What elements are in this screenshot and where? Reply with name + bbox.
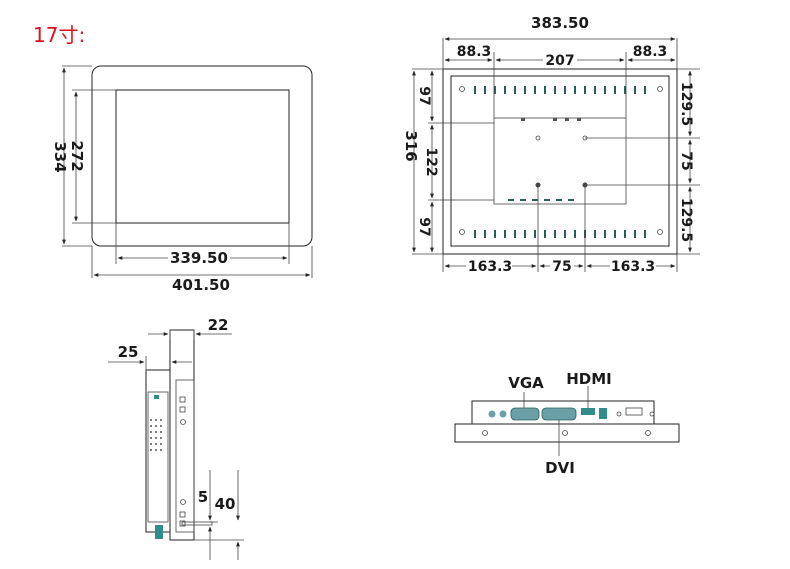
dim-outer-height: 334 — [51, 141, 69, 172]
port-bezel — [454, 423, 680, 443]
dim-rear-total-width: 383.50 — [531, 14, 589, 32]
vesa-plate — [493, 117, 627, 205]
dim-right-mid: 75 — [678, 151, 694, 170]
dim-bot-mid: 75 — [552, 259, 571, 275]
dim-outer-width: 401.50 — [172, 276, 230, 294]
dim-rear-height: 316 — [402, 130, 420, 161]
front-view: 334 272 339.50 401.50 — [51, 65, 313, 294]
dim-depth-22: 22 — [208, 316, 229, 334]
dim-screen-width: 339.50 — [170, 249, 228, 267]
dim-bot-right: 163.3 — [611, 259, 655, 275]
side-connector — [155, 525, 163, 539]
side-grille — [150, 419, 162, 451]
label-vga: VGA — [508, 374, 544, 392]
side-bracket — [181, 521, 213, 526]
port-view: VGA HDMI DVI — [454, 370, 680, 477]
dim-depth-25: 25 — [118, 343, 139, 361]
dim-left-top: 97 — [416, 86, 432, 105]
rear-frame — [442, 68, 678, 255]
dim-top-mid: 207 — [545, 53, 574, 69]
dim-top-right: 88.3 — [633, 44, 668, 60]
dim-top-left: 88.3 — [457, 44, 492, 60]
dim-right-bot: 129.5 — [678, 198, 694, 242]
label-dvi: DVI — [545, 459, 575, 477]
size-title: 17寸: — [33, 23, 85, 47]
dim-screen-height: 272 — [68, 140, 86, 171]
front-bezel — [91, 65, 313, 247]
bottom-vents — [474, 230, 646, 238]
rear-view: 383.50 88.3 207 88.3 316 97 122 97 129.5… — [402, 14, 700, 275]
side-bezel — [169, 329, 195, 541]
side-body — [145, 369, 171, 533]
dim-left-bot: 97 — [416, 217, 432, 236]
dim-bracket-5: 5 — [198, 488, 208, 506]
dim-right-top: 129.5 — [678, 82, 694, 126]
hdmi-port — [581, 408, 595, 415]
dim-left-mid: 122 — [423, 147, 439, 176]
top-vents — [474, 86, 646, 94]
side-view: 22 25 5 40 — [108, 316, 244, 560]
vga-port — [510, 407, 540, 421]
front-screen — [115, 89, 290, 224]
dim-bot-left: 163.3 — [468, 259, 512, 275]
label-hdmi: HDMI — [566, 370, 612, 388]
dim-bracket-40: 40 — [215, 495, 236, 513]
rear-panel — [450, 75, 670, 247]
power-jack — [488, 410, 496, 418]
dvi-port — [541, 407, 577, 421]
